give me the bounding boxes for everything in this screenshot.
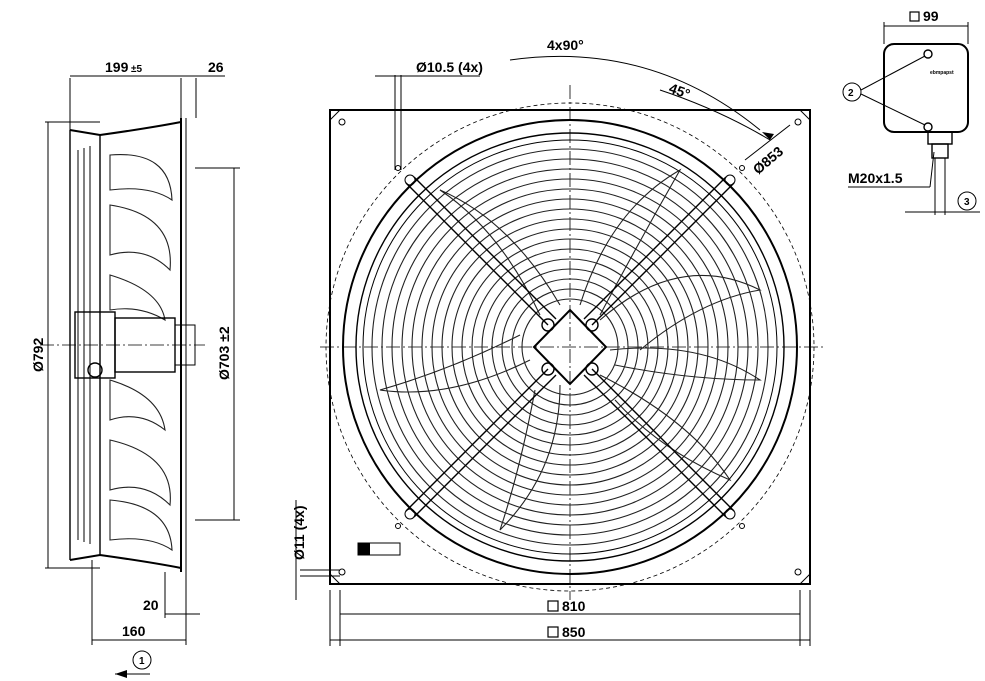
dim-cable-thread: M20x1.5 <box>848 170 903 186</box>
dim-bottom: 160 <box>122 623 146 639</box>
dim-inner-diameter: Ø703 ±2 <box>216 326 232 380</box>
side-view <box>40 75 240 678</box>
side-view-labels: 199 ±5 26 Ø792 Ø703 ±2 20 160 1 <box>30 59 232 667</box>
dim-outer-square: 850 <box>562 624 586 640</box>
dim-hole-diameter: Ø10.5 (4x) <box>416 59 483 75</box>
dim-depth-tolerance: ±5 <box>131 64 142 75</box>
terminal-box-view <box>842 22 980 215</box>
terminal-box-labels: 99 2 ebmpapst M20x1.5 3 <box>848 8 970 208</box>
dim-angle-45: 45° <box>667 80 692 102</box>
dim-rim: 20 <box>143 597 159 613</box>
square-symbol-810 <box>547 600 559 612</box>
dim-terminal-width: 99 <box>923 8 939 24</box>
callout-2: 2 <box>848 88 854 99</box>
dim-outer-diameter: Ø792 <box>30 338 46 372</box>
dim-flange: 26 <box>208 59 224 75</box>
brand-logo: ebmpapst <box>930 70 954 76</box>
square-symbol-850 <box>547 626 559 638</box>
cable-marker: 3 <box>964 197 970 208</box>
dim-pitch-circle: Ø853 <box>750 143 787 177</box>
dim-depth: 199 <box>105 59 129 75</box>
dim-corner-hole: Ø11 (4x) <box>291 506 307 560</box>
dim-angle-4x90: 4x90° <box>547 37 584 53</box>
airflow-marker: 1 <box>139 656 145 667</box>
front-view <box>295 55 825 646</box>
dim-inner-square: 810 <box>562 598 586 614</box>
square-symbol-99 <box>909 11 920 22</box>
